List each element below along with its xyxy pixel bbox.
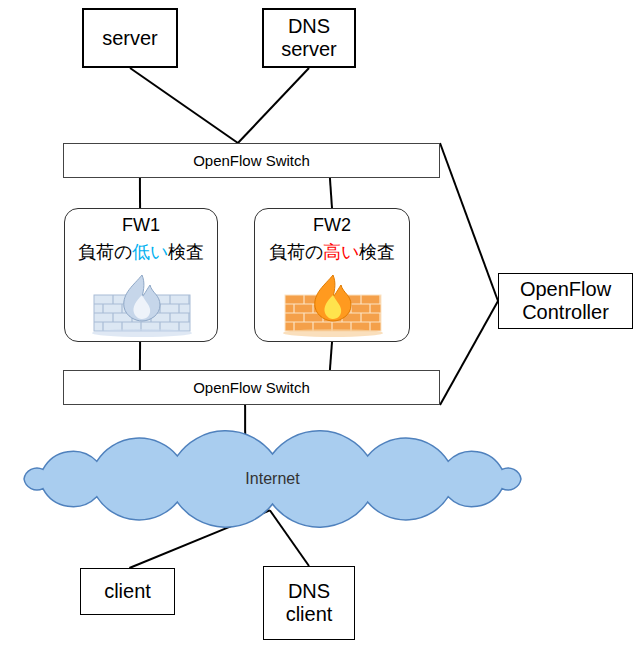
internet-cloud: Internet bbox=[10, 445, 535, 513]
node-label: FW2 bbox=[313, 215, 351, 236]
link-line bbox=[139, 342, 141, 370]
link-line bbox=[130, 68, 238, 143]
text-run: 荷 bbox=[287, 242, 305, 262]
firewall-box: FW1 負荷の低い検査 bbox=[64, 208, 218, 342]
link-line bbox=[440, 301, 498, 405]
controller-box: OpenFlow Controller bbox=[498, 273, 633, 329]
switch-bar: OpenFlow Switch bbox=[63, 370, 440, 405]
text-run: 低 bbox=[132, 242, 150, 262]
node-label: OpenFlow Switch bbox=[193, 152, 310, 169]
text-run: い bbox=[341, 242, 359, 262]
text-run: 荷 bbox=[96, 242, 114, 262]
switch-bar: OpenFlow Switch bbox=[63, 143, 440, 178]
node-label: Internet bbox=[245, 470, 299, 488]
cloud-outline bbox=[24, 431, 521, 527]
text-run: 検 bbox=[359, 242, 377, 262]
text-run: 検 bbox=[168, 242, 186, 262]
link-line bbox=[440, 143, 498, 301]
node-label: OpenFlow Switch bbox=[193, 379, 310, 396]
firewall-icon bbox=[281, 273, 385, 337]
node-label: server bbox=[102, 27, 158, 50]
firewall-box: FW2 負荷の高い検査 bbox=[254, 208, 410, 342]
text-run: の bbox=[305, 242, 323, 262]
text-run: 高 bbox=[323, 242, 341, 262]
node-label: DNS server bbox=[269, 15, 349, 61]
text-run: 査 bbox=[377, 242, 395, 262]
node-note: 負荷の低い検査 bbox=[78, 242, 204, 263]
link-line bbox=[238, 68, 309, 143]
client-box: client bbox=[80, 568, 175, 615]
client-box: DNS client bbox=[263, 566, 355, 640]
text-run: い bbox=[150, 242, 168, 262]
server-box: server bbox=[82, 8, 178, 68]
node-label: DNS client bbox=[269, 580, 349, 626]
node-label: client bbox=[104, 580, 151, 603]
node-label: OpenFlow Controller bbox=[504, 278, 627, 324]
firewall-icon bbox=[90, 273, 194, 337]
link-line bbox=[330, 178, 332, 208]
text-run: 負 bbox=[78, 242, 96, 262]
node-note: 負荷の高い検査 bbox=[269, 242, 395, 263]
text-run: 査 bbox=[186, 242, 204, 262]
server-box: DNS server bbox=[262, 8, 356, 68]
node-label: FW1 bbox=[122, 215, 160, 236]
text-run: 負 bbox=[269, 242, 287, 262]
text-run: の bbox=[114, 242, 132, 262]
link-line bbox=[330, 342, 332, 370]
link-line bbox=[139, 178, 141, 208]
